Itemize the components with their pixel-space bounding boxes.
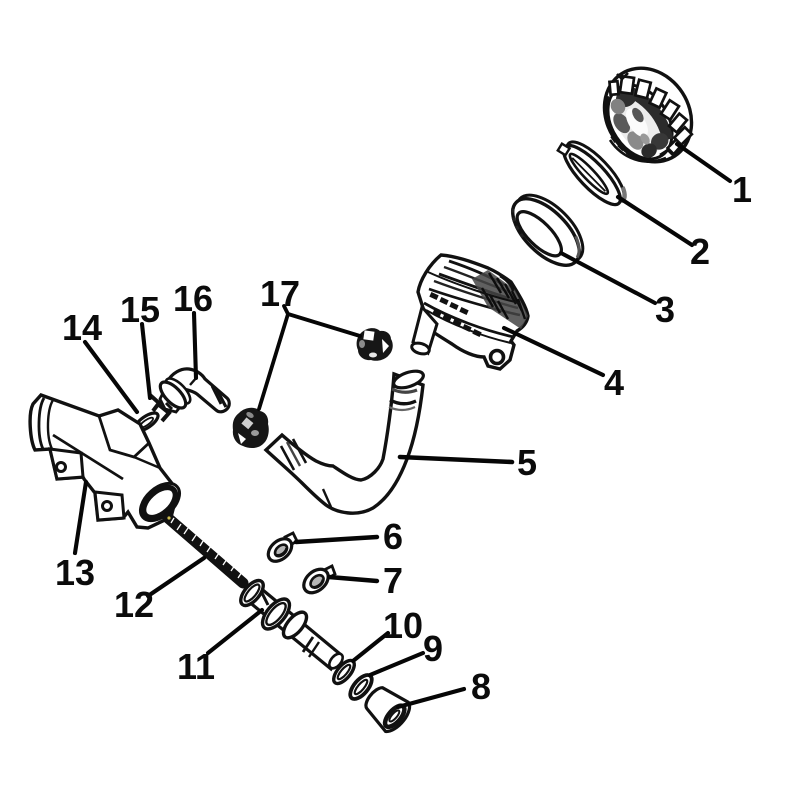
svg-text:17: 17 bbox=[260, 273, 300, 314]
svg-text:13: 13 bbox=[55, 552, 95, 593]
svg-text:16: 16 bbox=[173, 278, 213, 319]
svg-text:5: 5 bbox=[517, 442, 537, 483]
svg-text:6: 6 bbox=[383, 516, 403, 557]
svg-text:3: 3 bbox=[655, 289, 675, 330]
svg-text:7: 7 bbox=[383, 560, 403, 601]
svg-text:15: 15 bbox=[120, 289, 160, 330]
svg-text:1: 1 bbox=[732, 169, 752, 210]
svg-text:11: 11 bbox=[177, 646, 215, 687]
svg-text:8: 8 bbox=[471, 666, 491, 707]
svg-text:9: 9 bbox=[423, 628, 443, 669]
svg-text:2: 2 bbox=[690, 231, 710, 272]
svg-text:4: 4 bbox=[604, 362, 624, 403]
svg-text:10: 10 bbox=[383, 605, 423, 646]
svg-text:12: 12 bbox=[114, 584, 154, 625]
svg-text:14: 14 bbox=[62, 307, 102, 348]
